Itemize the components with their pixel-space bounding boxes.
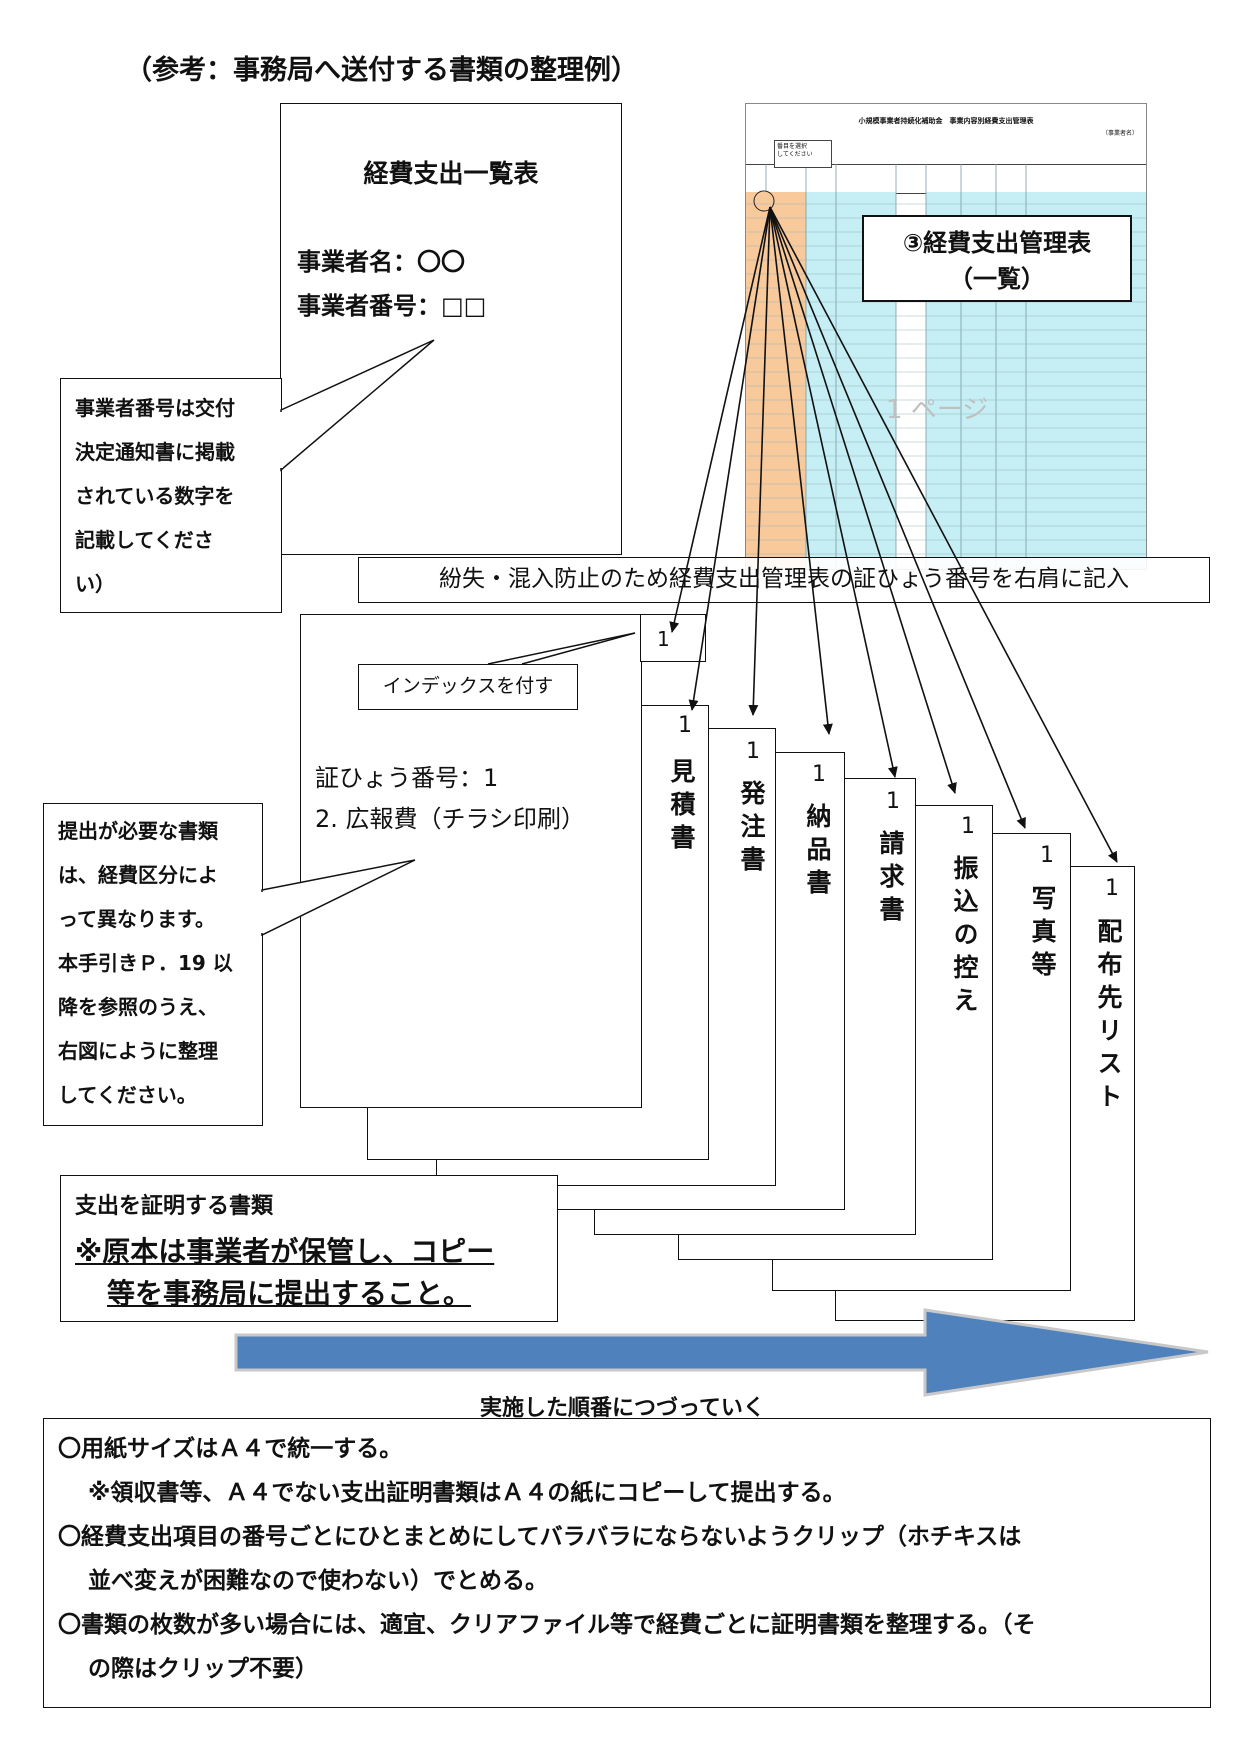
doc-number-haifusaki: 1	[1105, 876, 1119, 901]
notice-banner: 紛失・混入防止のため経費支出管理表の証ひょう番号を右肩に記入	[358, 557, 1210, 603]
arrow-caption: 実施した順番につづっていく	[480, 1396, 765, 1421]
spreadsheet-grid	[746, 164, 1146, 569]
order-arrow	[234, 1308, 1209, 1397]
note-line-6: の際はクリップ不要）	[88, 1656, 318, 1682]
voucher-number: 証ひょう番号：1	[315, 764, 499, 792]
page-title: （参考：事務局へ送付する書類の整理例）	[125, 55, 638, 86]
doc-number-seikyu: 1	[886, 789, 900, 814]
spreadsheet-thumbnail: 小規模事業者持続化補助金 事業内容別経費支出管理表 （事業者名） 番目を選択 し…	[745, 103, 1147, 570]
doc-label-hatchu: 発注書	[737, 780, 766, 879]
doc-number-hatchu: 1	[746, 739, 760, 764]
doc-label-furikomi: 振込の控え	[950, 855, 979, 1020]
doc-label-nohin: 納品書	[803, 803, 832, 902]
doc-label-mitsumori: 見積書	[667, 758, 696, 857]
doc-number-shashin: 1	[1040, 843, 1054, 868]
doc-number-mitsumori: 1	[678, 713, 692, 738]
business-name: 事業者名：〇〇	[297, 248, 465, 276]
proof-warning-2: 等を事務局に提出すること。	[107, 1277, 472, 1310]
summary-sheet: 経費支出一覧表 事業者名：〇〇 事業者番号：□□	[280, 103, 622, 555]
doc-number-nohin: 1	[812, 762, 826, 787]
note-line-2: ※領収書等、Ａ４でない支出証明書類はＡ４の紙にコピーして提出する。	[88, 1480, 846, 1506]
doc-label-haifusaki: 配布先リスト	[1094, 918, 1123, 1116]
notes-box: 〇用紙サイズはＡ４で統一する。 ※領収書等、Ａ４でない支出証明書類はＡ４の紙にコ…	[43, 1418, 1211, 1708]
spreadsheet-header-title: 小規模事業者持続化補助金 事業内容別経費支出管理表	[858, 117, 1034, 125]
business-number: 事業者番号：□□	[297, 292, 487, 320]
select-note: 番目を選択 してください	[774, 140, 832, 168]
note-line-4: 並べ変えが困難なので使わない）でとめる。	[88, 1568, 548, 1594]
callout-business-number: 事業者番号は交付 決定通知書に掲載 されている数字を 記載してくださ い）	[60, 378, 282, 613]
index-tab: 1	[640, 614, 706, 662]
note-line-5: 〇書類の枚数が多い場合には、適宜、クリアファイル等で経費ごとに証明書類を整理する…	[58, 1612, 1036, 1638]
proof-label: 支出を証明する書類	[75, 1194, 274, 1219]
page-watermark: 1 ページ	[886, 395, 989, 425]
summary-sheet-heading: 経費支出一覧表	[363, 159, 539, 188]
proof-warning-1: ※原本は事業者が保管し、コピー	[75, 1235, 495, 1268]
note-line-1: 〇用紙サイズはＡ４で統一する。	[58, 1436, 403, 1462]
note-line-3: 〇経費支出項目の番号ごとにひとまとめにしてバラバラにならないようクリップ（ホチキ…	[58, 1524, 1022, 1550]
index-label: インデックスを付す	[358, 664, 578, 710]
management-table-label: ③経費支出管理表 （一覧）	[862, 215, 1132, 302]
spreadsheet-header-right: （事業者名）	[1101, 130, 1138, 137]
expense-item: 2. 広報費（チラシ印刷）	[315, 805, 586, 833]
doc-label-shashin: 写真等	[1028, 885, 1057, 984]
doc-number-furikomi: 1	[961, 814, 975, 839]
doc-label-seikyu: 請求書	[876, 830, 905, 929]
proof-documents-box: 支出を証明する書類 ※原本は事業者が保管し、コピー 等を事務局に提出すること。	[60, 1175, 558, 1322]
callout-required-docs: 提出が必要な書類 は、経費区分によ って異なります。 本手引きＰ．19 以 降を…	[43, 803, 263, 1126]
